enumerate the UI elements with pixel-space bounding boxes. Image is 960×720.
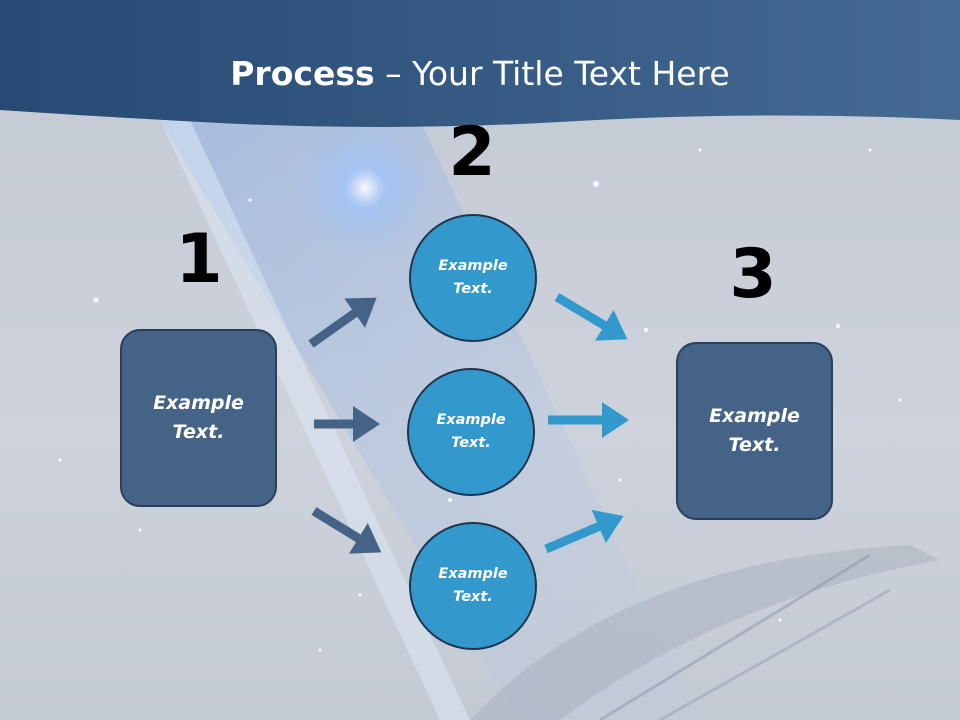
step-3-text: Example Text.: [709, 405, 800, 456]
slide-title: Process – Your Title Text Here: [0, 52, 960, 96]
arrow-1-to-2c: [311, 507, 382, 554]
step-2-item-1-text: Example Text.: [438, 258, 508, 297]
title-rest: – Your Title Text Here: [374, 54, 730, 93]
step-2-circle-2: Example Text.: [407, 368, 535, 496]
step-2-item-3-text: Example Text.: [438, 566, 508, 605]
step-2-circle-1: Example Text.: [409, 214, 537, 342]
step-2-number: 2: [448, 113, 496, 192]
step-1-box: Example Text.: [120, 329, 277, 507]
arrow-2a-to-3: [554, 293, 628, 341]
step-3-number: 3: [729, 235, 777, 314]
title-bold: Process: [230, 54, 375, 93]
step-2-item-2-text: Example Text.: [436, 412, 506, 451]
arrow-1-to-2a: [308, 297, 377, 348]
arrow-2c-to-3: [544, 509, 624, 554]
step-2-circle-3: Example Text.: [409, 522, 537, 650]
step-1-number: 1: [175, 220, 223, 299]
step-1-text: Example Text.: [153, 392, 244, 443]
step-3-box: Example Text.: [676, 342, 833, 520]
